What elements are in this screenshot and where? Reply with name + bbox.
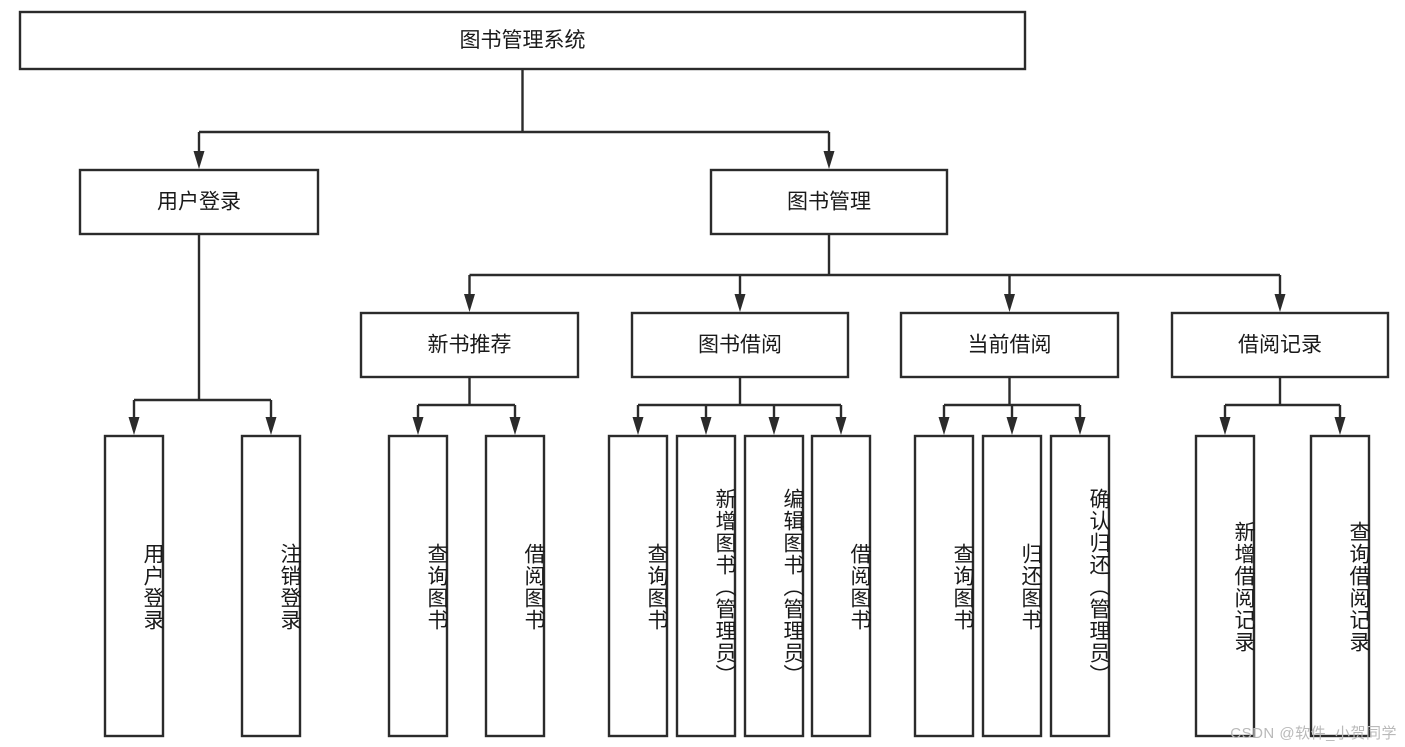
arrow-head-icon bbox=[509, 417, 521, 435]
node-book-manage-label: 图书管理 bbox=[787, 191, 871, 214]
node-leaf-user-logout-rect[interactable] bbox=[240, 434, 302, 738]
node-borrow-record[interactable]: 借阅记录 bbox=[1170, 311, 1390, 379]
arrow-head-icon bbox=[265, 417, 277, 435]
node-leaf-current-return[interactable] bbox=[981, 434, 1043, 738]
node-borrow-record-rect[interactable] bbox=[1170, 311, 1390, 379]
node-current-borrow[interactable]: 当前借阅 bbox=[899, 311, 1120, 379]
node-book-borrow[interactable]: 图书借阅 bbox=[630, 311, 850, 379]
node-leaf-rec-borrow[interactable] bbox=[484, 434, 546, 738]
arrow-head-icon bbox=[835, 417, 847, 435]
node-leaf-user-login-rect[interactable] bbox=[103, 434, 165, 738]
node-leaf-user-logout[interactable] bbox=[240, 434, 302, 738]
node-leaf-current-query[interactable] bbox=[913, 434, 975, 738]
connector-layer bbox=[128, 69, 1346, 435]
arrow-head-icon bbox=[768, 417, 780, 435]
node-user-login-rect[interactable] bbox=[78, 168, 320, 236]
arrow-head-icon bbox=[734, 294, 746, 312]
arrow-head-icon bbox=[464, 294, 475, 312]
node-borrow-record-label: 借阅记录 bbox=[1238, 334, 1322, 357]
arrow-head-icon bbox=[700, 417, 712, 435]
arrow-head-icon bbox=[1004, 294, 1015, 312]
node-leaf-user-login[interactable] bbox=[103, 434, 165, 738]
arrow-head-icon bbox=[128, 417, 140, 435]
node-leaf-record-add-rect[interactable] bbox=[1194, 434, 1256, 738]
node-leaf-borrow-add-rect[interactable] bbox=[675, 434, 737, 738]
node-leaf-borrow-query[interactable] bbox=[607, 434, 669, 738]
arrow-head-icon bbox=[823, 151, 835, 169]
node-root-rect[interactable] bbox=[18, 10, 1027, 71]
arrow-head-icon bbox=[1334, 417, 1346, 435]
arrow-head-icon bbox=[632, 417, 644, 435]
node-leaf-borrow-query-rect[interactable] bbox=[607, 434, 669, 738]
node-leaf-borrow-add[interactable] bbox=[675, 434, 737, 738]
node-book-borrow-rect[interactable] bbox=[630, 311, 850, 379]
node-book-borrow-label: 图书借阅 bbox=[698, 334, 782, 357]
arrow-head-icon bbox=[412, 417, 424, 435]
node-leaf-rec-borrow-rect[interactable] bbox=[484, 434, 546, 738]
watermark-text: CSDN @软件_小贺同学 bbox=[1230, 725, 1397, 742]
node-user-login[interactable]: 用户登录 bbox=[78, 168, 320, 236]
node-leaf-borrow-lend[interactable] bbox=[810, 434, 872, 738]
node-leaf-current-return-rect[interactable] bbox=[981, 434, 1043, 738]
node-leaf-record-query-rect[interactable] bbox=[1309, 434, 1371, 738]
node-current-borrow-label: 当前借阅 bbox=[968, 334, 1052, 357]
node-leaf-borrow-edit-rect[interactable] bbox=[743, 434, 805, 738]
node-leaf-borrow-edit[interactable] bbox=[743, 434, 805, 738]
node-leaf-record-query[interactable] bbox=[1309, 434, 1371, 738]
node-leaf-borrow-lend-rect[interactable] bbox=[810, 434, 872, 738]
node-leaf-rec-query[interactable] bbox=[387, 434, 449, 738]
arrow-head-icon bbox=[938, 417, 950, 435]
node-new-book-rec-label: 新书推荐 bbox=[428, 334, 512, 357]
node-book-manage[interactable]: 图书管理 bbox=[709, 168, 949, 236]
arrow-head-icon bbox=[1219, 417, 1231, 435]
arrow-head-icon bbox=[193, 151, 205, 169]
node-leaf-rec-query-rect[interactable] bbox=[387, 434, 449, 738]
arrow-head-icon bbox=[1074, 417, 1086, 435]
node-root[interactable]: 图书管理系统 bbox=[18, 10, 1027, 71]
node-root-label: 图书管理系统 bbox=[460, 29, 586, 52]
node-leaf-current-confirm-rect[interactable] bbox=[1049, 434, 1111, 738]
node-current-borrow-rect[interactable] bbox=[899, 311, 1120, 379]
node-book-manage-rect[interactable] bbox=[709, 168, 949, 236]
node-new-book-rec[interactable]: 新书推荐 bbox=[359, 311, 580, 379]
arrow-head-icon bbox=[1006, 417, 1018, 435]
node-leaf-record-add[interactable] bbox=[1194, 434, 1256, 738]
node-leaf-current-confirm[interactable] bbox=[1049, 434, 1111, 738]
arrow-head-icon bbox=[1274, 294, 1286, 312]
node-leaf-current-query-rect[interactable] bbox=[913, 434, 975, 738]
node-user-login-label: 用户登录 bbox=[157, 191, 241, 214]
node-new-book-rec-rect[interactable] bbox=[359, 311, 580, 379]
